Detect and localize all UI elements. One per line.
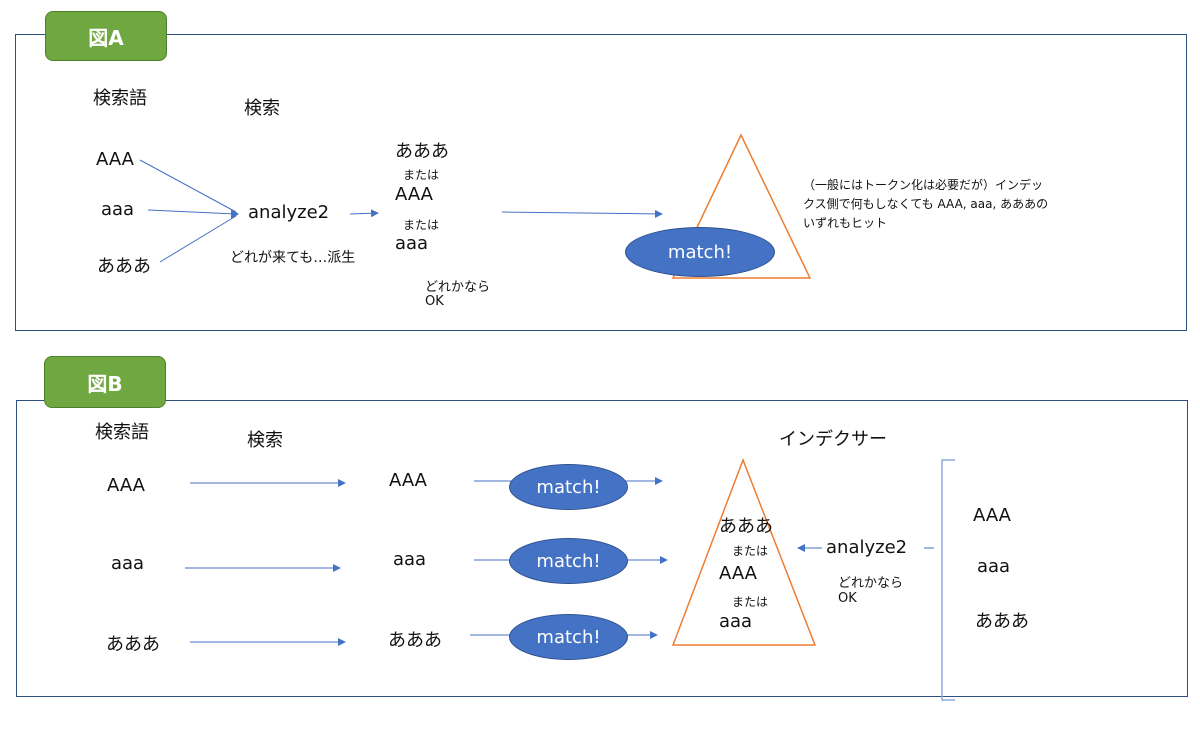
fig-a-search-value-1: あああ	[395, 141, 449, 162]
fig-a-search-or-2: または	[403, 218, 440, 232]
figure-b-tab: 図B	[44, 356, 166, 408]
figure-a-tab: 図A	[45, 11, 167, 61]
fig-a-term-3: あああ	[97, 256, 151, 277]
fig-b-analyzer: analyze2	[826, 537, 908, 558]
arrow-analyzer-to-search	[349, 209, 379, 218]
fig-a-ok-note-line1: どれかなら	[425, 280, 491, 295]
fig-a-match-ellipse: match!	[625, 227, 775, 277]
fig-b-triangle-or-2: または	[732, 595, 769, 609]
fig-b-triangle-value-3: aaa	[719, 611, 753, 632]
fig-a-analyzer-note: どれが来ても…派生	[230, 250, 356, 266]
index-triangle-a	[671, 133, 812, 279]
fig-b-term-1: AAA	[107, 475, 145, 496]
figure-b-panel	[16, 400, 1188, 697]
fig-b-ok-note-line2: OK	[838, 591, 857, 606]
fig-b-term-2: aaa	[111, 553, 145, 574]
fig-b-match-ellipse-3: match!	[509, 614, 628, 660]
fig-a-index-note: （一般にはトークン化は必要だが）インデックス側で何もしなくても AAA, aaa…	[803, 178, 1049, 230]
index-terms-bracket	[941, 459, 955, 701]
fig-b-match-ellipse-2: match!	[509, 538, 628, 584]
fig-b-search-header: 検索	[247, 430, 283, 451]
fig-b-triangle-or-1: または	[732, 544, 769, 558]
fig-a-search-value-2: AAA	[395, 184, 433, 205]
fig-b-query-header: 検索語	[95, 422, 149, 443]
index-triangle-b	[671, 457, 817, 646]
converge-line-hiragana	[159, 215, 237, 263]
converge-line-aaa-lower	[147, 209, 237, 215]
fig-b-match-ellipse-1: match!	[509, 464, 628, 510]
fig-a-search-value-3: aaa	[395, 233, 429, 254]
fig-b-indexer-header: インデクサー	[779, 429, 887, 450]
arrow-search-to-index	[501, 209, 663, 218]
fig-b-index-term-2: aaa	[977, 556, 1011, 577]
fig-a-search-or-1: または	[403, 168, 440, 182]
fig-b-search-value-1: AAA	[389, 470, 427, 491]
fig-a-search-header: 検索	[244, 98, 280, 119]
fig-a-term-2: aaa	[101, 199, 135, 220]
fig-a-analyzer: analyze2	[248, 202, 330, 223]
fig-b-triangle-value-2: AAA	[719, 563, 757, 584]
fig-b-ok-note-line1: どれかなら	[838, 576, 904, 591]
fig-b-search-value-3: あああ	[388, 630, 442, 651]
fig-b-search-value-2: aaa	[393, 549, 427, 570]
fig-a-query-header: 検索語	[93, 88, 147, 109]
converge-line-aaa-upper	[139, 159, 237, 213]
converge-point	[231, 209, 239, 219]
fig-b-term-3: あああ	[106, 634, 160, 655]
fig-a-ok-note-line2: OK	[425, 294, 444, 309]
fig-b-triangle-value-1: あああ	[719, 516, 773, 537]
fig-b-index-term-3: あああ	[975, 611, 1029, 632]
fig-b-index-term-1: AAA	[973, 505, 1011, 526]
fig-a-term-1: AAA	[96, 149, 134, 170]
figure-a-panel	[15, 34, 1187, 331]
